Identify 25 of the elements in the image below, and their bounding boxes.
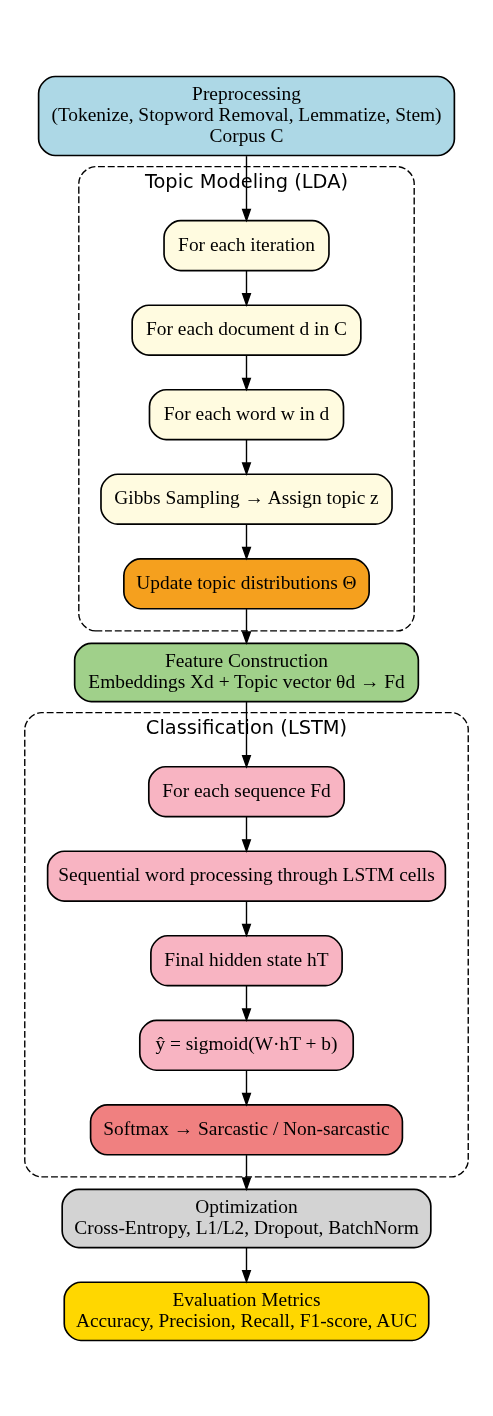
node-box: Preprocessing (Tokenize, Stopword Removal, Lemmatize, Stem) Corpus C xyxy=(37,75,456,156)
arrow xyxy=(241,815,252,853)
node-box: For each word w in d xyxy=(148,388,345,440)
arrow xyxy=(241,900,252,938)
arrow xyxy=(241,1069,252,1107)
arrow xyxy=(241,354,252,392)
node-box: For each sequence Fd xyxy=(147,765,346,817)
arrow xyxy=(241,1246,252,1284)
node-box: Softmax → Sarcastic / Non-sarcastic xyxy=(89,1103,404,1156)
node-box: Evaluation Metrics Accuracy, Precision, Recall, F1-score, AUC xyxy=(63,1280,430,1341)
node-box: Update topic distributions Θ xyxy=(123,557,370,610)
node-box: ŷ = sigmoid(W·hT + b) xyxy=(138,1019,355,1071)
arrow xyxy=(241,269,252,307)
arrow xyxy=(241,438,252,476)
node-box: Sequential word processing through LSTM cells xyxy=(46,849,447,902)
node-box: Feature Construction Embeddings Xd + Topic vector θd → Fd xyxy=(73,642,420,702)
node-box: For each iteration xyxy=(163,219,330,271)
node-box: Gibbs Sampling → Assign topic z xyxy=(100,472,393,525)
arrow xyxy=(241,607,252,645)
arrow xyxy=(241,1153,252,1191)
arrow xyxy=(241,523,252,561)
arrow xyxy=(241,984,252,1022)
node-box: Optimization Cross-Entropy, L1/L2, Dropout, BatchNorm xyxy=(61,1188,432,1248)
node-box: For each document d in C xyxy=(131,303,362,356)
node-box: Final hidden state hT xyxy=(150,934,343,986)
